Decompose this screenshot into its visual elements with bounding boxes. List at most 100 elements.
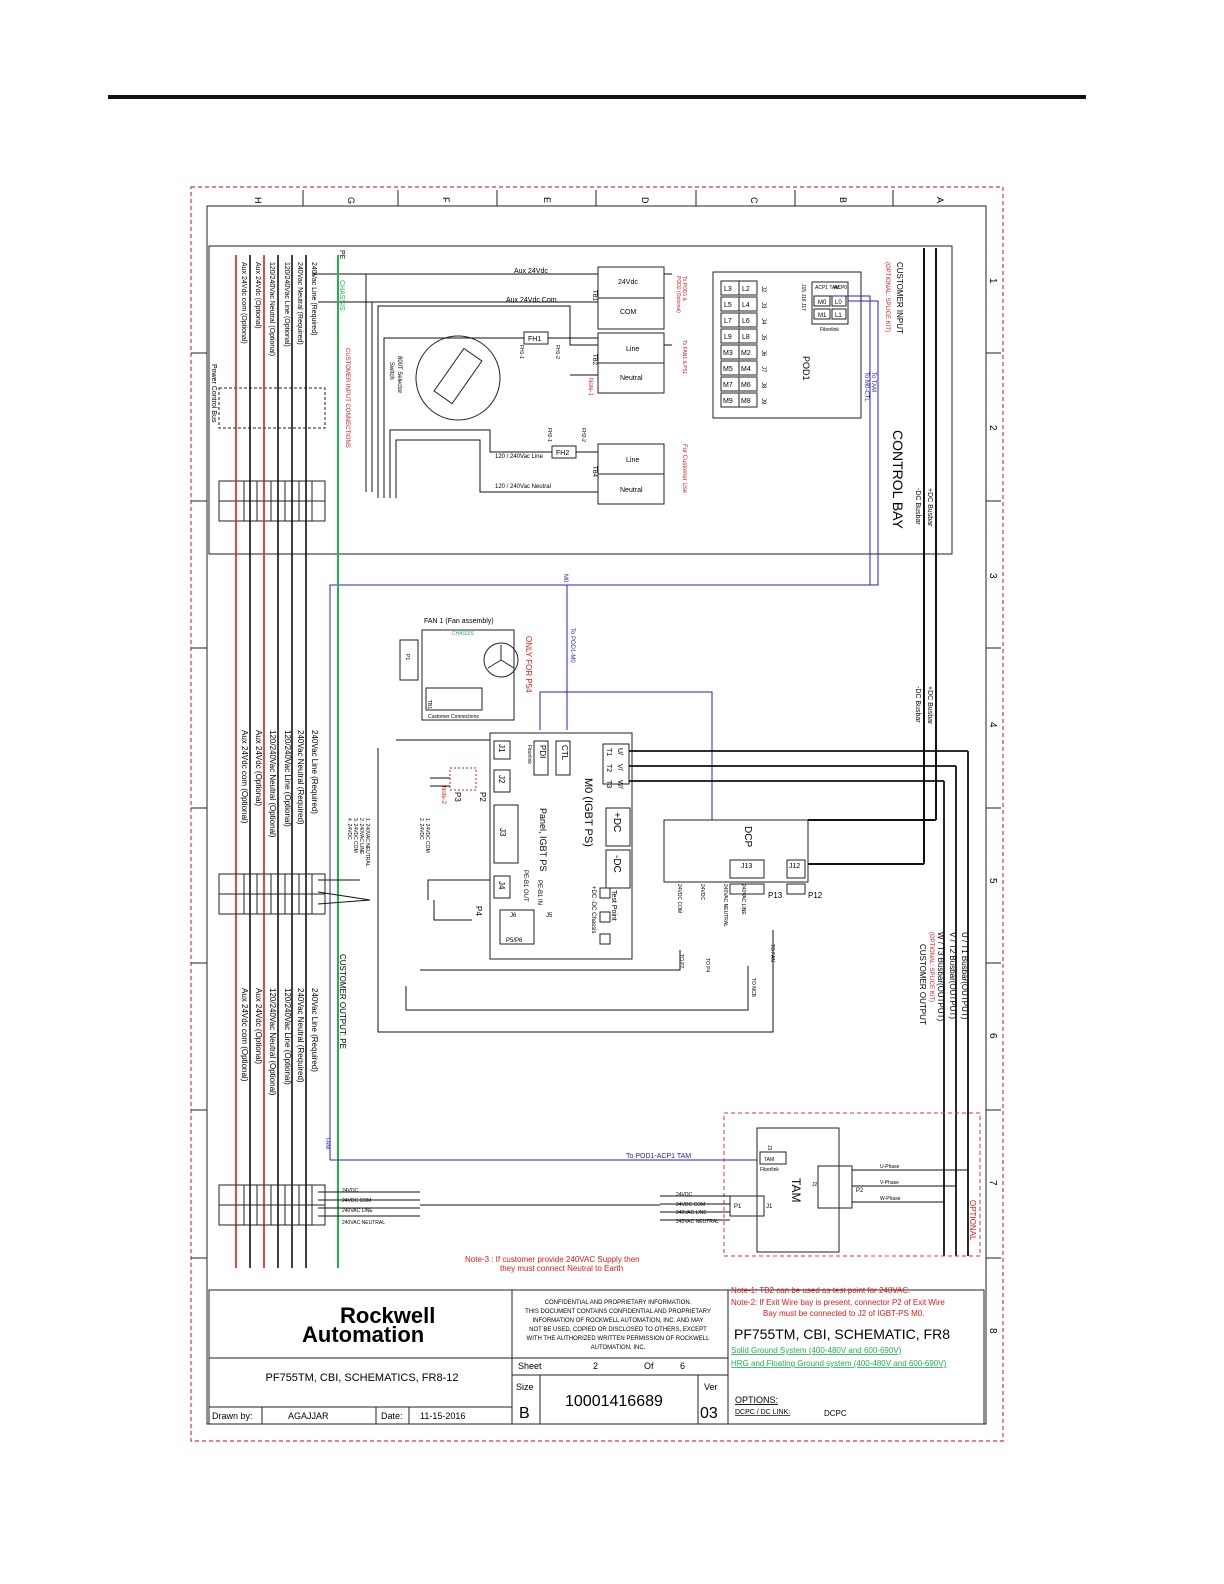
selector-label-1: 800T Selector [396, 356, 402, 393]
out-wire-3r: 240VAC LINE [676, 1210, 707, 1216]
m0-j5: J5 [546, 913, 553, 919]
pod1-cell: M3 [723, 350, 733, 357]
size-value: B [519, 1405, 530, 1422]
pod1-cell: L9 [724, 334, 732, 341]
aux24com-label: Aux 24Vdc Com [506, 297, 557, 304]
supply-line-2c: 240Vac Neutral (Required) [296, 988, 305, 1083]
zone-number-3: 3 [987, 573, 998, 579]
dcp-wire-4: 240VAC LINE [740, 884, 746, 915]
fan1-title: FAN 1 (Fan assembly) [424, 618, 494, 625]
pod1-cell: M7 [723, 382, 733, 389]
to-pod1-acp1: To POD1-ACP1 TAM [626, 1153, 691, 1160]
m0-j6: J6 [510, 913, 517, 919]
dcp-to-fan: TO FAN [769, 944, 775, 962]
out-wire-4r: 240VAC NEUTRAL [676, 1219, 719, 1225]
supply-line-6: Aux 24Vdc com (Optional) [240, 262, 247, 344]
w-phase: W-Phase [880, 1196, 901, 1202]
to-m0-ctl-label: To M0-CTL [863, 372, 869, 402]
pod1-l1: L1 [835, 313, 842, 319]
note1: Note-1: TB2 can be used as test point fo… [731, 1286, 910, 1295]
fan1-tb1: TB1 [426, 700, 432, 709]
pod1-title: POD1 [801, 356, 811, 381]
pod1-cell: L2 [742, 286, 750, 293]
tb2-to-fan: To FAN1 & P51 [681, 340, 687, 374]
dcp-j12: J12 [789, 863, 800, 870]
aux24-label: Aux 24Vdc [514, 268, 548, 275]
m0-note2: Note-2 [440, 786, 446, 805]
supply-line-6b: Aux 24Vdc com (Optional) [240, 730, 249, 824]
zone-letter-a: A [935, 197, 945, 203]
tam-p1: P1 [734, 1204, 742, 1210]
supply-line-6c: Aux 24Vdc com (Optional) [240, 988, 249, 1082]
m0-legend-b-2: 2. 24VDC [418, 818, 424, 840]
tam-title: TAM [789, 1178, 803, 1202]
tb1-to-pod: To POD1 & [681, 276, 687, 302]
tam-tam: TAM [764, 1157, 774, 1163]
tb2-neutral: Neutral [620, 375, 643, 382]
m0-j3: J3 [498, 828, 507, 837]
dcp-wire-3: 240VAC NEUTRAL [722, 884, 728, 927]
pod1-cell: L7 [724, 318, 732, 325]
supply-line-5: Aux 24Vdc (Optional) [254, 262, 261, 329]
note3-line1: Note-3 : If customer provide 240VAC Supp… [465, 1255, 640, 1264]
page-header-rule [108, 95, 1086, 99]
zone-number-5: 5 [987, 878, 998, 884]
confidential-5: WITH THE AUTHORIZED WRITTEN PERMISSION O… [527, 1336, 711, 1342]
supply-line-3b: 120/240Vac Line (Optional) [283, 730, 292, 827]
right-label-optional: (OPTIONAL: SPLICE KIT) [928, 932, 934, 1002]
supply-line-2b: 240Vac Neutral (Required) [296, 730, 305, 825]
dcp-to-ncb: TO NCB [750, 978, 756, 997]
supply-line-2: 240Vac Neutral (Required) [296, 262, 303, 345]
zone-numbers: 1 2 3 4 5 6 7 8 [191, 278, 1001, 1334]
pod1-jack: J2 [760, 286, 766, 293]
tam-j1: J1 [766, 1204, 773, 1210]
tb4-line-label: 120 / 240Vac Line [495, 454, 544, 460]
fh1-1: FH1-1 [518, 345, 524, 359]
fh1-name: FH1 [528, 336, 541, 343]
fh2-2: FH2-2 [580, 428, 586, 442]
optional-label: OPTIONAL [968, 1200, 977, 1241]
m0-legend-b-1: 1. 24VDC COM [424, 818, 430, 853]
zone-letter-c: C [749, 197, 759, 204]
supply-line-4c: 120/240Vac Neutral (Optional) [268, 988, 277, 1096]
m0-pe-b1-in: PE-B1 IN [536, 880, 542, 905]
control-bay-title: CONTROL BAY [890, 430, 906, 529]
tam-fiber-label: TAM [324, 1137, 330, 1149]
m0-legend-a-3: 3. 24VDC COM [352, 818, 358, 853]
m0-test-point: Test Point [610, 890, 617, 921]
supply-line-1c: 240Vac Line (Required) [310, 988, 319, 1072]
supply-line-4: 120/240Vac Neutral (Optional) [268, 262, 275, 356]
zone-number-2: 2 [987, 425, 998, 431]
input-terminal-strip-bottom [218, 1184, 326, 1226]
zone-number-6: 6 [987, 1033, 998, 1039]
sheet-num: 2 [593, 1361, 598, 1371]
fan1-customer-connections: Customer Connections [428, 714, 479, 720]
ver-label: Ver [704, 1382, 718, 1392]
confidential-1: CONFIDENTIAL AND PROPRIETARY INFORMATION… [545, 1300, 692, 1306]
doc-number: 10001416689 [565, 1393, 663, 1410]
of-label: Of [644, 1361, 654, 1371]
pod1-jacks: J15 J16 J17 [800, 284, 806, 311]
m0-ctl: CTL [560, 745, 569, 761]
tam-p2: P2 [856, 1188, 864, 1194]
fh2-1: FH2-1 [546, 428, 552, 442]
pod1-cell: M2 [741, 350, 751, 357]
zone-letter-h: H [253, 197, 263, 204]
tb1-24vdc: 24Vdc [618, 279, 638, 286]
pod1-jack: J8 [760, 382, 766, 389]
sheet-total: 6 [680, 1361, 685, 1371]
m0-p3: P3 [453, 792, 462, 802]
dcp-title: DCP [742, 826, 753, 847]
pod1-m0: M0 [818, 300, 827, 306]
control-bay-box [208, 245, 953, 555]
out-wire-4: 240VAC NEUTRAL [342, 1220, 385, 1226]
sheet-label: Sheet [518, 1361, 542, 1371]
fan1-p1: P1 [404, 654, 410, 660]
tb4-terminal-block: TB4 Line Neutral For Customer Use 120 / … [495, 443, 687, 505]
dcp-wire-1: 24VDC COM [676, 884, 682, 913]
dcp-wire-2: 24VDC [699, 884, 705, 901]
note2a: Note-2: If Exit Wire bay is present, con… [731, 1298, 945, 1307]
out-wire-3: 240VAC LINE [342, 1208, 373, 1214]
customer-output-pe: CUSTOMER OUTPUT: PE [338, 954, 347, 1049]
m0-legend-a-4: 4. 24VDC [346, 818, 352, 840]
